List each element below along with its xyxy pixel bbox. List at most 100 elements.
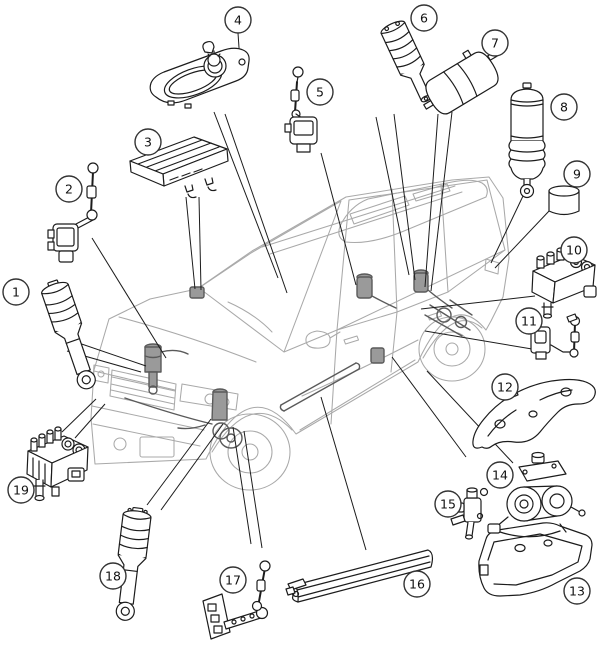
callout-6-number: 6 xyxy=(420,11,428,26)
callout-9: 9 xyxy=(563,160,591,188)
sunroof-front xyxy=(349,195,410,225)
callout-4-number: 4 xyxy=(234,13,242,28)
license-plate xyxy=(139,436,175,458)
callout-18: 18 xyxy=(99,562,127,590)
callout-2-number: 2 xyxy=(65,182,73,197)
rocker-line xyxy=(299,359,416,431)
leader-line-20 xyxy=(232,426,252,545)
part-13-cover xyxy=(478,522,593,597)
roof-rail-outer xyxy=(261,185,456,248)
windshield xyxy=(198,200,342,353)
callout-9-number: 9 xyxy=(573,167,581,182)
exploded-parts xyxy=(26,20,597,640)
callout-3-number: 3 xyxy=(144,135,152,150)
installed-front-left-strut xyxy=(144,343,189,395)
leader-line-5 xyxy=(198,196,202,291)
installed-sway-bar xyxy=(124,397,213,425)
callout-5-circle xyxy=(306,78,334,106)
callout-19: 19 xyxy=(7,476,35,504)
installed-rear-axle-cluster xyxy=(424,299,473,337)
mirror xyxy=(305,330,341,349)
leader-line-4 xyxy=(185,196,196,290)
door-handle-front xyxy=(343,335,360,345)
callout-18-circle xyxy=(99,562,127,590)
leader-line-25 xyxy=(74,403,106,439)
callout-10-number: 10 xyxy=(566,243,582,258)
callout-12-number: 12 xyxy=(497,380,513,395)
part-8-rear-air-spring xyxy=(508,82,546,199)
leader-line-14 xyxy=(494,209,551,269)
side-glass xyxy=(336,179,506,331)
leader-line-9 xyxy=(375,116,410,276)
callout-13-circle xyxy=(563,577,591,605)
leader-line-22 xyxy=(146,418,212,506)
leader-line-16 xyxy=(424,330,533,350)
callout-8-number: 8 xyxy=(560,100,568,115)
callout-1: 1 xyxy=(2,278,30,306)
leader-line-6 xyxy=(213,111,279,279)
front-door-line xyxy=(330,329,338,425)
callout-6: 6 xyxy=(410,4,438,32)
part-3-control-module xyxy=(129,136,229,199)
callout-7-number: 7 xyxy=(491,36,499,51)
callout-16-number: 16 xyxy=(409,577,425,592)
part-19-valve-block xyxy=(26,426,89,502)
callout-15-circle xyxy=(434,490,462,518)
callout-15-number: 15 xyxy=(440,497,456,512)
b-pillar xyxy=(391,188,398,313)
callout-2-circle xyxy=(55,175,83,203)
taillight xyxy=(484,258,500,275)
part-16-tube xyxy=(285,549,434,603)
leader-line-21 xyxy=(243,430,263,549)
callout-13-number: 13 xyxy=(569,584,585,599)
callout-12-circle xyxy=(491,373,519,401)
front-wheel-hub xyxy=(241,443,259,461)
callout-5: 5 xyxy=(306,78,334,106)
callout-1-number: 1 xyxy=(12,285,20,300)
side-crease xyxy=(301,339,419,397)
part-1-front-air-strut xyxy=(41,279,96,390)
roof-panel xyxy=(338,179,488,244)
leader-line-15 xyxy=(420,295,536,310)
hood-shutline xyxy=(93,370,176,391)
bumper-line-2 xyxy=(92,423,201,447)
leader-line-7 xyxy=(224,113,288,294)
callout-19-circle xyxy=(7,476,35,504)
c-pillar xyxy=(440,183,449,293)
rear-wheel xyxy=(418,316,486,382)
rear-arch-lip xyxy=(422,320,483,359)
callout-10: 10 xyxy=(560,236,588,264)
leader-line-19 xyxy=(320,396,367,551)
callout-4: 4 xyxy=(224,6,252,34)
callout-11-circle xyxy=(515,307,543,335)
callout-3: 3 xyxy=(134,128,162,156)
callout-14: 14 xyxy=(486,461,514,489)
callout-15: 15 xyxy=(434,490,462,518)
part-4-mounting-plate xyxy=(149,40,250,109)
leader-line-3 xyxy=(91,237,167,359)
grille xyxy=(109,369,177,411)
installed-sill-tube xyxy=(279,362,361,412)
callout-8-circle xyxy=(550,93,578,121)
leader-line-17 xyxy=(391,356,467,458)
callout-16: 16 xyxy=(403,570,431,598)
installed-rear-left-spring xyxy=(356,273,397,309)
callout-5-number: 5 xyxy=(316,85,324,100)
callout-17: 17 xyxy=(219,566,247,594)
vehicle-outline xyxy=(90,176,510,491)
installed-door-module xyxy=(370,347,385,364)
part-6-front-air-spring xyxy=(380,20,432,103)
rear-wheel-hub xyxy=(445,342,459,356)
callout-12: 12 xyxy=(491,373,519,401)
callout-1-circle xyxy=(2,278,30,306)
callout-7: 7 xyxy=(481,29,509,57)
callout-17-number: 17 xyxy=(225,573,241,588)
part-18-air-strut xyxy=(115,506,152,621)
callout-6-circle xyxy=(410,4,438,32)
callout-19-number: 19 xyxy=(13,483,29,498)
leader-line-13 xyxy=(490,195,524,264)
leader-line-24 xyxy=(61,398,97,433)
leader-lines xyxy=(61,32,551,551)
